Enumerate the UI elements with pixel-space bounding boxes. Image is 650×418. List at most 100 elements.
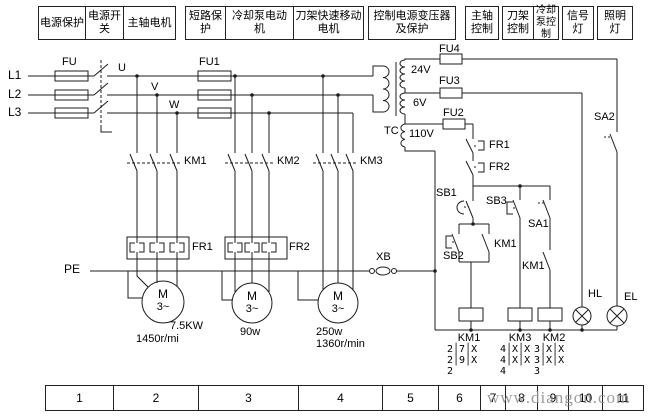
km3-table-row: 4│X│X	[500, 355, 531, 366]
km1-table-row: 2│9│X	[447, 355, 478, 366]
label-110v: 110V	[409, 128, 434, 140]
header-box-transformer: 控制电源变压器及保护	[368, 6, 456, 40]
motor-m3-icon	[297, 271, 359, 324]
header-box-short-protect: 短路保护	[185, 6, 226, 40]
switch-sa2-icon	[604, 59, 618, 306]
km3-table-row: 4│X│X	[500, 344, 531, 355]
zone-number-4: 4	[298, 385, 383, 411]
header-box-rapid-motor: 刀架快速移动电机	[293, 6, 364, 40]
zone-number-11: 11	[602, 385, 644, 411]
label-fu3: FU3	[439, 75, 460, 87]
km1-main-contacts	[127, 76, 181, 237]
lamp-el-icon	[606, 305, 628, 330]
label-xb: XB	[376, 251, 391, 263]
header-box-pump-ctrl: 冷却泵控制	[533, 5, 559, 40]
thermal-relay-fr1-icon	[126, 236, 190, 260]
header-box-power-protect: 电源保护	[38, 6, 86, 40]
zone-number-5: 5	[382, 385, 439, 411]
label-tc: TC	[384, 125, 399, 137]
zone-number-6: 6	[438, 385, 481, 411]
label-km2-main: KM2	[277, 155, 300, 167]
motor1-phase-label: 3~	[156, 301, 170, 313]
lamp-hl-icon	[572, 306, 592, 330]
km1-table-title: KM1	[457, 332, 481, 344]
motor1-power-label: 7.5KW	[170, 320, 204, 332]
motor-m2-icon	[221, 259, 273, 324]
thermal-relay-fr2-icon	[224, 236, 288, 260]
label-fu: FU	[62, 56, 77, 68]
header-box-light-lamp: 照明灯	[597, 6, 633, 40]
header-box-spindle-motor: 主轴电机	[123, 6, 176, 40]
label-fu1: FU1	[199, 56, 220, 68]
fuse-fu2-icon	[442, 118, 466, 130]
km2-table-title: KM2	[542, 332, 566, 344]
motor3-m-label: M	[333, 289, 343, 303]
fuse-fu-icon	[54, 70, 89, 119]
km3-table-title: KM3	[508, 332, 532, 344]
label-l3: L3	[8, 105, 22, 119]
fuse-fu1-icon	[197, 70, 232, 119]
header-box-power-switch: 电源开关	[85, 6, 124, 40]
km1-table-row: 2	[447, 366, 454, 377]
label-l1: L1	[8, 68, 22, 82]
control-circuit	[435, 124, 617, 331]
fuse-fu3-icon	[439, 87, 463, 99]
knife-switch-icon	[93, 60, 112, 133]
km2-table-row: 3│X│X	[534, 355, 565, 366]
label-pe: PE	[64, 262, 81, 276]
label-hl: HL	[588, 288, 603, 300]
label-sa1: SA1	[528, 218, 549, 230]
motor2-power-label: 90w	[240, 326, 261, 338]
label-24v: 24V	[411, 64, 431, 76]
motor1-m-label: M	[158, 287, 168, 301]
header-box-rapid-ctrl: 刀架控制	[502, 6, 534, 40]
label-sb2: SB2	[443, 250, 464, 262]
zone-number-1: 1	[45, 385, 114, 411]
coil-km1-icon	[458, 307, 484, 330]
km2-main-contacts	[225, 76, 273, 237]
motor3-speed-label: 1360r/min	[316, 338, 365, 350]
label-u: U	[118, 62, 126, 74]
secondary-wires	[434, 58, 617, 330]
pe-line	[90, 266, 435, 276]
zone-number-3: 3	[198, 385, 299, 411]
label-sa2: SA2	[594, 111, 615, 123]
power-lines	[28, 65, 383, 114]
coil-km3-icon	[507, 307, 533, 330]
km2-table-row: 3│X│X	[534, 344, 565, 355]
label-6v: 6V	[413, 97, 427, 109]
motor3-power-label: 250w	[316, 326, 343, 338]
junction-dots	[135, 74, 584, 332]
label-sb3: SB3	[486, 195, 507, 207]
label-fr2-aux: FR2	[489, 161, 510, 173]
motor1-speed-label: 1450r/mi	[136, 333, 179, 345]
label-fr1-main: FR1	[192, 241, 213, 253]
label-km1-aux: KM1	[494, 238, 517, 250]
label-w: W	[169, 99, 180, 111]
zone-number-2: 2	[113, 385, 199, 411]
motor2-m-label: M	[247, 289, 257, 303]
motor-m1-icon	[127, 259, 185, 324]
transformer-tc-icon	[382, 58, 443, 152]
label-km3-main: KM3	[360, 155, 383, 167]
label-fu2: FU2	[443, 107, 464, 119]
label-km1-main: KM1	[184, 155, 207, 167]
label-km1-no: KM1	[522, 260, 545, 272]
motor2-phase-label: 3~	[245, 303, 259, 315]
km3-main-contacts	[313, 76, 357, 290]
label-fr2-main: FR2	[289, 241, 310, 253]
label-el: EL	[624, 291, 638, 303]
km2-table-row: 3	[534, 366, 541, 377]
km3-table-row: 4	[500, 366, 507, 377]
header-box-pump-motor: 冷却泵电动机	[225, 6, 294, 40]
motor3-phase-label: 3~	[331, 303, 345, 315]
km1-table-row: 2│7│X	[447, 344, 478, 355]
header-box-spindle-ctrl: 主轴控制	[465, 6, 499, 40]
label-l2: L2	[8, 87, 22, 101]
label-fu4: FU4	[439, 43, 460, 55]
label-v: V	[151, 81, 159, 93]
coil-km2-icon	[537, 307, 563, 330]
watermark: www.diangon.com	[487, 388, 631, 407]
